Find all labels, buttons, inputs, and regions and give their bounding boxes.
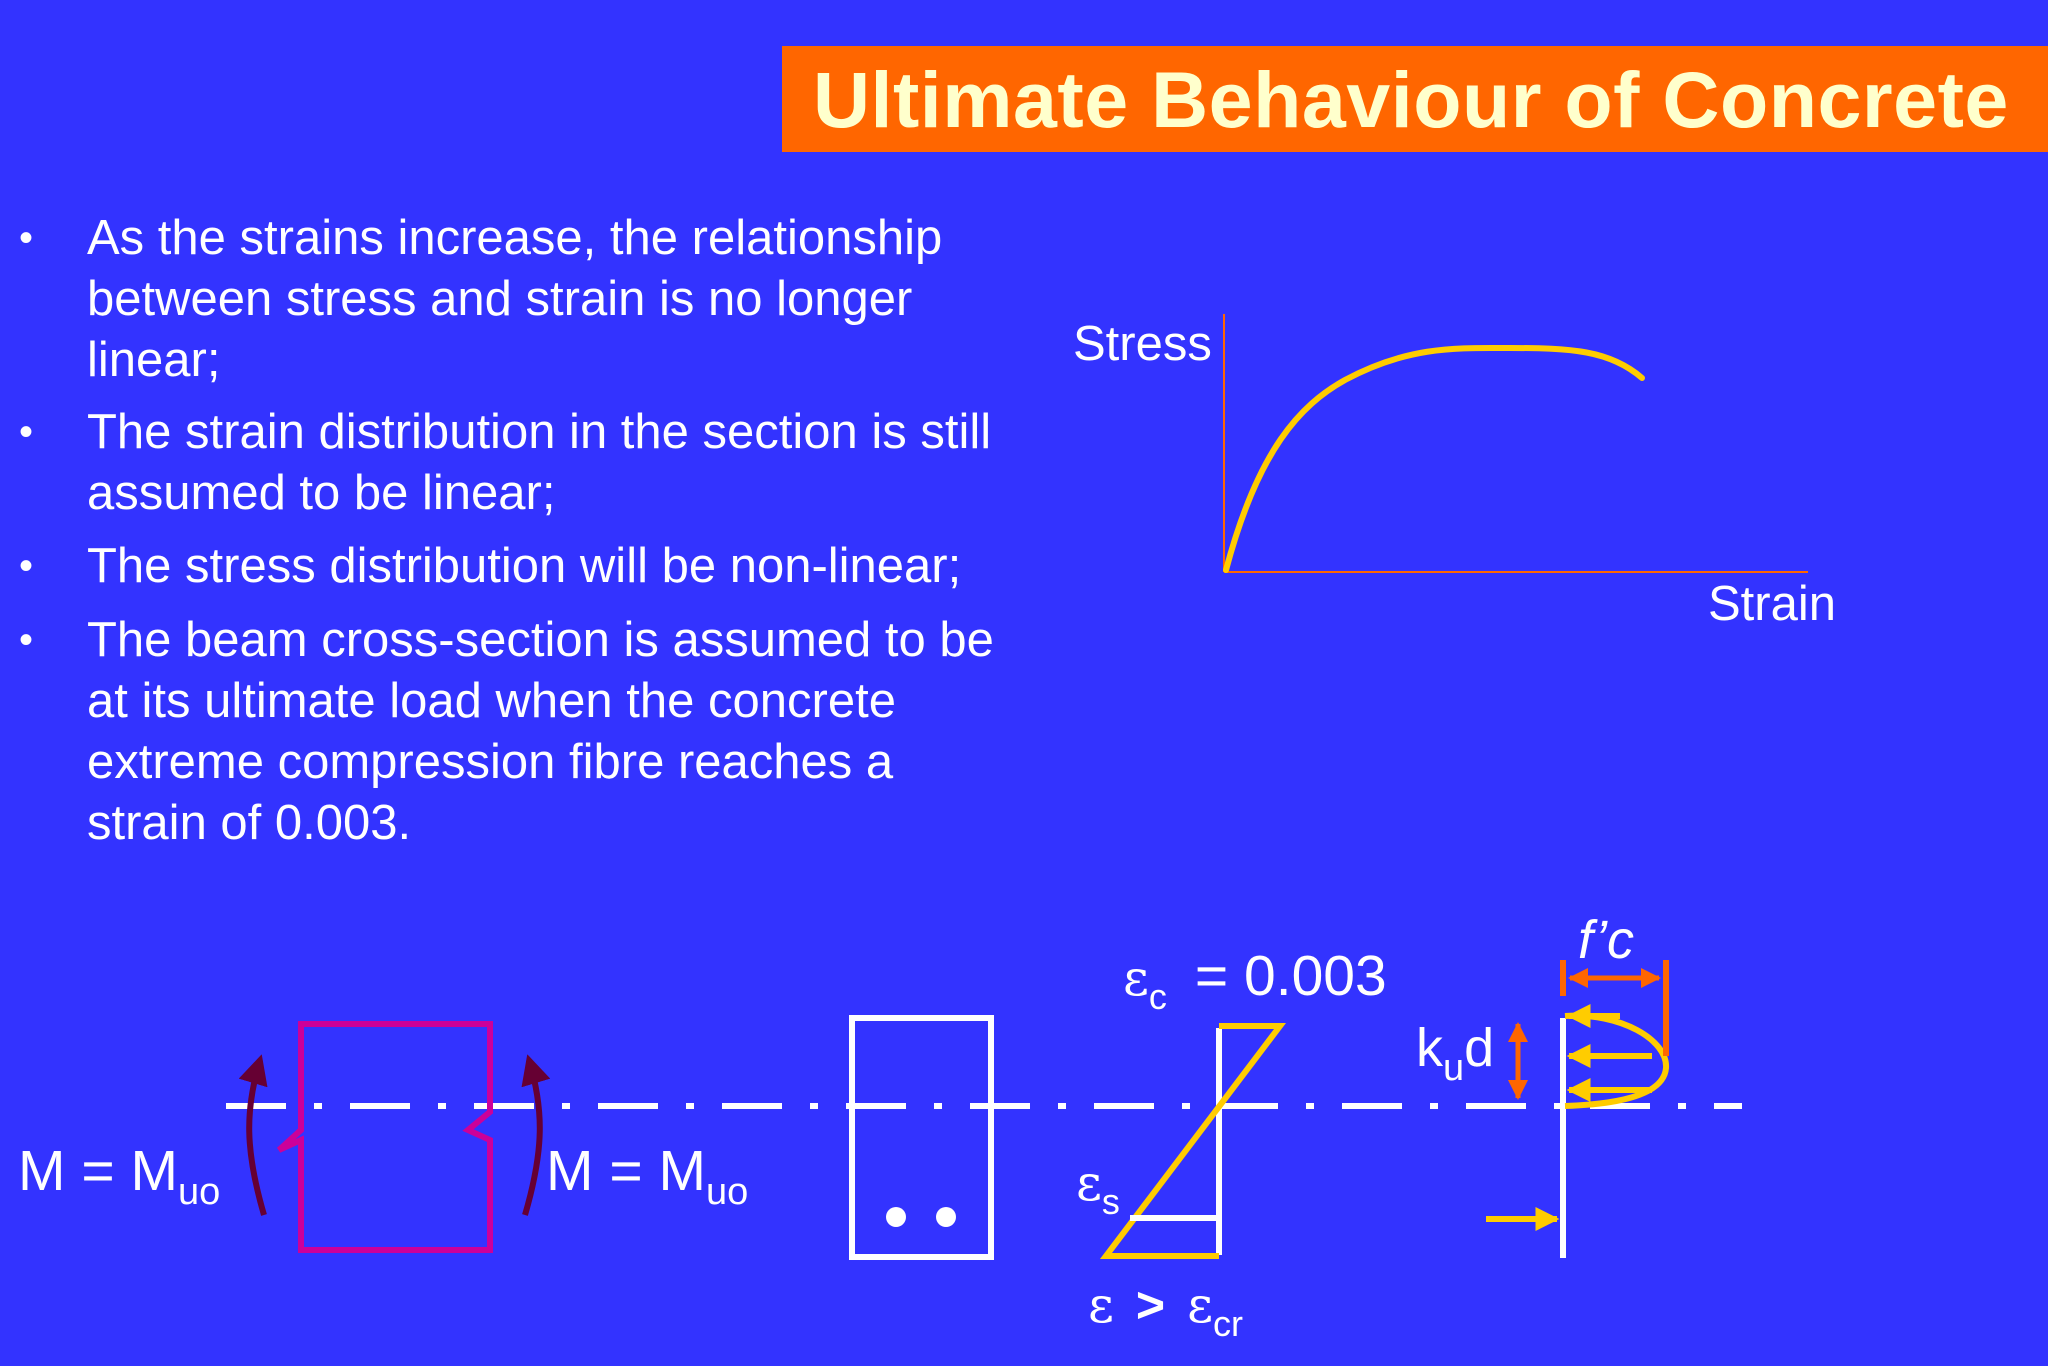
bullet-marker: •: [19, 216, 34, 260]
strain-diagram: εc= 0.003 εs ε>εcr: [1076, 944, 1387, 1344]
title-bar: [782, 46, 2048, 152]
strain-profile: [1099, 1023, 1287, 1259]
reinforcement-bar: [936, 1207, 956, 1227]
bullet-4-line-4: strain of 0.003.: [87, 796, 412, 850]
stress-block-curve: [1564, 1012, 1669, 1109]
bullet-marker: •: [19, 410, 34, 454]
stress-strain-curve: [1223, 344, 1645, 573]
strain-condition-label: ε>εcr: [1088, 1276, 1243, 1344]
bullet-4-line-3: extreme compression fibre reaches a: [87, 735, 894, 789]
right-moment-arrow: [521, 1054, 551, 1216]
reinforcement-bar: [886, 1207, 906, 1227]
stress-strain-plot: Stress Strain: [1073, 314, 1836, 631]
bullet-1-line-1: As the strains increase, the relationshi…: [87, 211, 943, 265]
bullet-marker: •: [19, 544, 34, 588]
beam-elevation: M = Muo M = Muo: [18, 1021, 748, 1253]
moment-left-label: M = Muo: [18, 1139, 220, 1213]
bullet-2-line-2: assumed to be linear;: [87, 466, 556, 520]
kud-label: kud: [1416, 1018, 1494, 1089]
section-outline: [849, 1015, 994, 1260]
steel-strain-label: εs: [1076, 1154, 1120, 1222]
fc-label: f’c: [1578, 910, 1634, 970]
stress-diagram: f’c kud: [1416, 910, 1669, 1258]
bullet-1-line-2: between stress and strain is no longer: [87, 272, 913, 326]
bullet-2-line-1: The strain distribution in the section i…: [87, 405, 992, 459]
bullet-4-line-1: The beam cross-section is assumed to be: [87, 613, 994, 667]
bullet-marker: •: [19, 618, 34, 662]
bullet-4-line-2: at its ultimate load when the concrete: [87, 674, 896, 728]
cross-section: [849, 1015, 994, 1260]
bullet-list: • As the strains increase, the relations…: [0, 0, 1060, 900]
slide-title: Ultimate Behaviour of Concrete: [813, 55, 2009, 144]
bullet-1-line-3: linear;: [87, 333, 221, 387]
beam-segment-outline: [276, 1021, 493, 1253]
left-moment-arrow: [238, 1054, 268, 1216]
strain-axis-label: Strain: [1708, 577, 1836, 631]
moment-right-label: M = Muo: [546, 1139, 748, 1213]
stress-axis-label: Stress: [1073, 317, 1212, 371]
bullet-3-line-1: The stress distribution will be non-line…: [87, 539, 962, 593]
concrete-strain-label: εc= 0.003: [1123, 944, 1387, 1017]
